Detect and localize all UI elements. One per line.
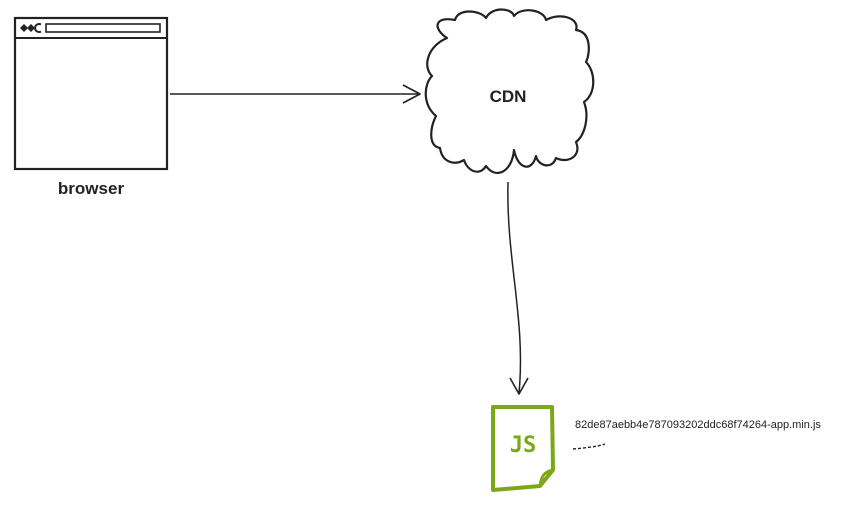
browser-node[interactable]: browser — [13, 16, 169, 198]
arrowhead-right-icon — [402, 84, 421, 104]
js-file-icon — [491, 405, 555, 492]
js-filename-connector — [572, 443, 606, 450]
cdn-node[interactable]: CDN — [424, 8, 595, 174]
browser-window-frame — [13, 16, 169, 171]
browser-address-bar — [45, 23, 161, 33]
js-filename-label: 82de87aebb4e787093202ddc68f74264-app.min… — [575, 419, 821, 431]
arrowhead-down-icon — [509, 377, 529, 395]
js-file-node[interactable]: JS 82de87aebb4e787093202ddc68f74264-app.… — [491, 405, 821, 492]
cdn-label: CDN — [490, 87, 527, 106]
js-file-icon-text: JS — [510, 433, 537, 458]
edge-cdn-to-js-file — [507, 181, 529, 395]
browser-window-controls-icon — [20, 23, 42, 33]
browser-label: browser — [58, 179, 125, 198]
edge-browser-to-cdn — [170, 84, 421, 104]
cloud-icon — [424, 8, 595, 174]
js-file-fold — [538, 468, 554, 487]
